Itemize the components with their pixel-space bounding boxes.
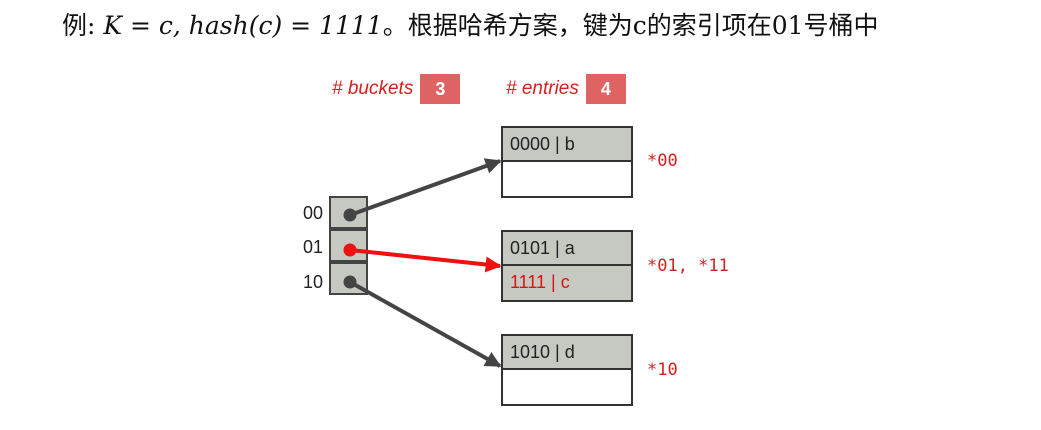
bucket-10-entry-1: 1010 | d	[501, 334, 633, 370]
pointer-dot-01	[343, 243, 357, 257]
pointer-dot-00	[343, 208, 357, 222]
bucket-01-entry-2: 1111 | c	[501, 266, 633, 302]
directory-label-00: 00	[303, 203, 324, 223]
bucket-00-entry-1: 0000 | b	[501, 126, 633, 162]
pointer-arrow-10	[349, 280, 502, 368]
title-formula: K = c, hash(c) = 1111	[103, 11, 383, 40]
pointer-arrow-00	[349, 158, 502, 217]
bucket-00-entry-2	[501, 162, 633, 198]
bucket-10: 1010 | d	[501, 334, 633, 406]
directory-label-10: 10	[303, 272, 324, 292]
bucket-01: 0101 | a 1111 | c	[501, 230, 633, 302]
bucket-10-entry-2	[501, 370, 633, 406]
pointer-dot-10	[343, 275, 357, 289]
directory-label-01: 01	[303, 237, 324, 257]
buckets-counter: # buckets 3	[332, 74, 461, 104]
bucket-00-mask: *00	[647, 151, 678, 171]
buckets-counter-label: # buckets	[332, 78, 414, 99]
bucket-01-entry-1: 0101 | a	[501, 230, 633, 266]
bucket-01-mask: *01, *11	[647, 256, 729, 276]
entries-counter: # entries 4	[506, 74, 626, 104]
entries-counter-label: # entries	[506, 78, 579, 99]
pointer-arrow-01	[349, 248, 502, 273]
buckets-counter-badge: 3	[420, 74, 461, 104]
title-suffix: 。根据哈希方案，键为c的索引项在01号桶中	[382, 11, 879, 40]
bucket-10-mask: *10	[647, 360, 678, 380]
entries-counter-badge: 4	[585, 74, 626, 104]
page-title: 例: K = c, hash(c) = 1111。根据哈希方案，键为c的索引项在…	[62, 6, 879, 42]
title-prefix: 例:	[62, 11, 104, 40]
bucket-00: 0000 | b	[501, 126, 633, 198]
directory-slot-01	[329, 229, 368, 262]
